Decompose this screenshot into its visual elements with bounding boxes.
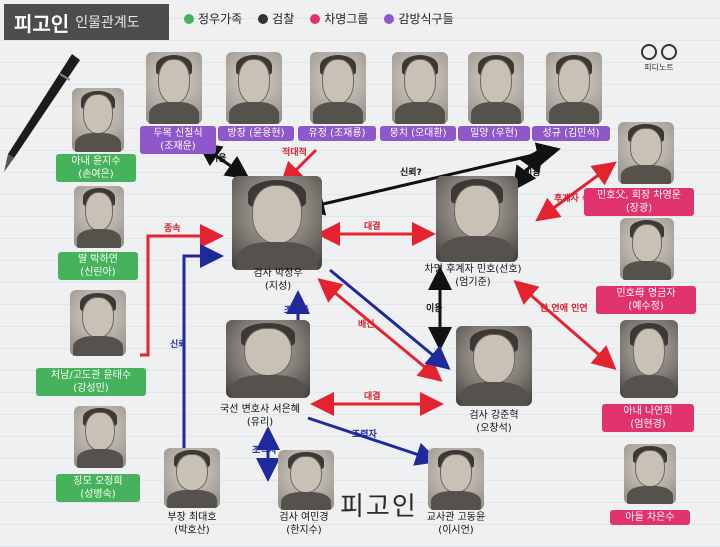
label-seonggyu: 성규 (김민석) — [532, 126, 610, 141]
label-son: 아들 차은수 — [610, 510, 690, 525]
portrait-daeho — [164, 448, 220, 508]
legend-label: 검찰 — [272, 12, 295, 26]
label-godongyun: 교사관 고동윤(이시언) — [426, 512, 486, 536]
relation-label: 배신 — [358, 320, 375, 330]
label-daeho: 부장 최대호(박호산) — [167, 512, 217, 536]
label-minhomom: 민호母 명금자(예수정) — [596, 286, 696, 314]
arrow-jeongwoo-jonghyuk-blue — [329, 268, 451, 370]
logo-eye-icon — [661, 44, 677, 60]
label-yujeong: 유정 (조재룡) — [298, 126, 376, 141]
page-subtitle: 인물관계도 — [75, 15, 140, 31]
arrow-jeongwoo-jonghyuk-red — [317, 278, 443, 382]
label-minyoung: 검사 여민경(한지수) — [279, 512, 329, 536]
label-daughter: 딸 박하연(신린아) — [58, 252, 138, 280]
relation-label: 조력자 — [252, 446, 277, 456]
legend-swatch — [310, 13, 321, 24]
portrait-jonghyuk — [456, 326, 532, 406]
relation-label: 신뢰 — [170, 340, 187, 350]
relation-label: 조력자 — [352, 430, 377, 440]
relation-label: 이용 — [524, 168, 541, 178]
label-jeongwoo: 검사 박정우(지성) — [253, 268, 303, 292]
arrow-seonggyu-minho — [512, 147, 544, 191]
portrait-milyang — [468, 52, 524, 124]
relation-label: 대결 — [364, 222, 381, 232]
watermark-title: 피고인 — [340, 492, 418, 522]
arrow-chairman-minho — [535, 161, 617, 222]
portrait-bangjang — [226, 52, 282, 124]
legend-item-prosecution: 검찰 — [258, 10, 294, 27]
label-jonghyuk: 검사 강준혁(오창석) — [469, 410, 519, 434]
relation-label: 이용 — [426, 304, 443, 314]
page-title: 피고인 — [14, 11, 70, 36]
pdnote-logo: 피디노트 — [634, 44, 684, 73]
legend-item-cellmates: 감방식구들 — [384, 10, 454, 27]
relation-label: 종속 — [164, 224, 181, 234]
legend-swatch — [184, 13, 194, 24]
label-wife: 아내 윤지수(손여은) — [56, 154, 136, 182]
relation-label: 한 연애 인연 — [540, 304, 588, 314]
portrait-yujeong — [310, 52, 366, 124]
legend-label: 차명그룹 — [324, 12, 369, 26]
relation-label: 대결 — [364, 392, 381, 402]
label-sinchul: 두목 신철식(조재윤) — [140, 126, 216, 154]
label-mother: 장모 오정희(성병숙) — [56, 474, 140, 502]
legend-swatch — [258, 13, 269, 24]
portrait-mungchi — [392, 52, 448, 124]
relation-label: 신뢰? — [400, 168, 422, 178]
portrait-chairman — [618, 122, 674, 184]
label-eunhye: 국선 변호사 서은혜(유리) — [220, 404, 300, 428]
legend-item-chamyung: 차명그룹 — [310, 10, 368, 27]
logo-text: 피디노트 — [644, 63, 674, 72]
portrait-minyoung — [278, 450, 334, 510]
logo-eye-icon — [641, 44, 657, 60]
portrait-eunhye — [226, 320, 310, 398]
label-nayeonhee: 아내 나연희(엄현경) — [602, 404, 694, 432]
portrait-minho — [436, 176, 518, 262]
portrait-minhomom — [620, 218, 674, 280]
legend-item-family: 정우가족 — [184, 10, 242, 27]
label-mungchi: 뭉치 (오대환) — [380, 126, 456, 141]
legend: 정우가족 검찰 차명그룹 감방식구들 — [184, 10, 454, 27]
arrow-brother-jeongwoo — [140, 224, 224, 357]
label-minho: 차명 후계자 민호(선호)(엄기준) — [424, 264, 522, 288]
pen-illustration — [4, 54, 80, 172]
portrait-seonggyu — [546, 52, 602, 124]
portrait-mother — [74, 406, 126, 468]
portrait-brother — [70, 290, 126, 356]
arrow-daeho-jeongwoo — [182, 244, 224, 456]
portrait-son — [624, 444, 676, 504]
portrait-nayeonhee — [620, 320, 678, 398]
label-bangjang: 방장 (윤용현) — [218, 126, 294, 141]
portrait-jeongwoo — [232, 176, 322, 270]
label-milyang: 밀양 (우현) — [458, 126, 530, 141]
relation-label: 적대적 — [282, 148, 307, 158]
label-brother: 처남/고도관 윤태수(강성민) — [36, 368, 146, 396]
relation-label: 이용 — [210, 154, 227, 164]
portrait-godongyun — [428, 448, 484, 510]
portrait-wife — [72, 88, 124, 152]
legend-label: 감방식구들 — [398, 12, 454, 26]
title-box: 피고인 인물관계도 — [4, 4, 169, 40]
relation-label: 조력자 — [284, 306, 309, 316]
arrow-minho-nayeonhee — [513, 280, 617, 370]
portrait-sinchul — [146, 52, 202, 124]
portrait-daughter — [74, 186, 124, 248]
arrow-eunhye-godongyun — [307, 416, 440, 466]
relation-label: 후계자 속임 — [554, 194, 599, 204]
legend-label: 정우가족 — [198, 12, 243, 26]
legend-swatch — [384, 13, 395, 24]
label-chairman: 민호父, 회장 차영운(장광) — [584, 188, 694, 216]
